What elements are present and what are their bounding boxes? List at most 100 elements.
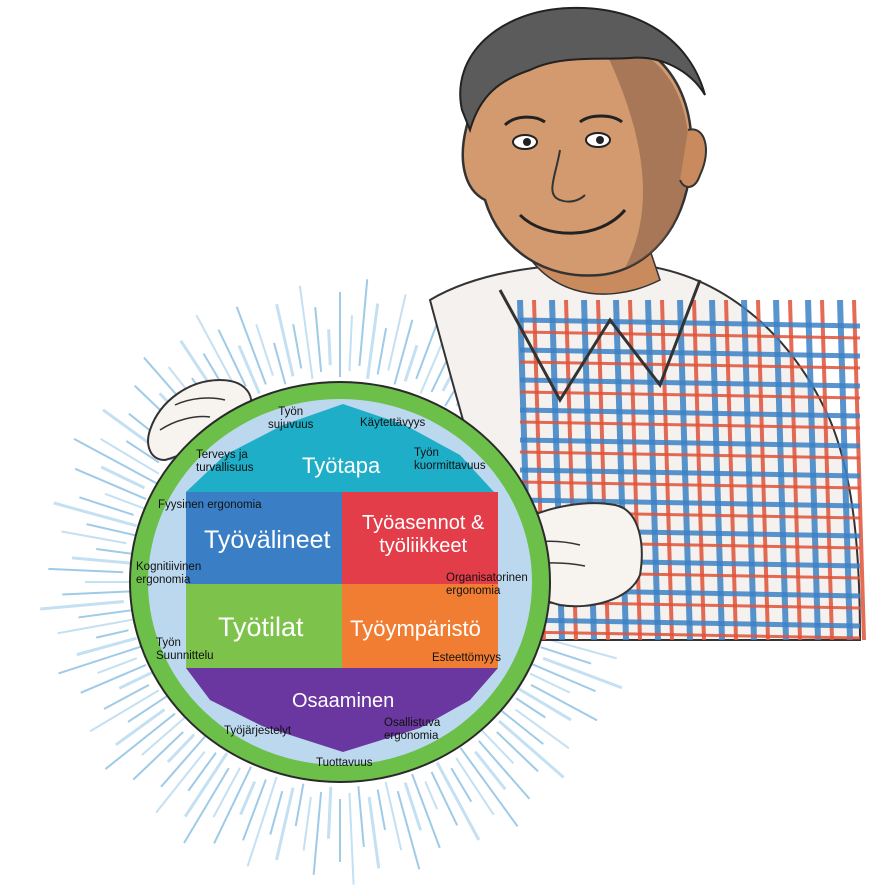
glow-ray xyxy=(499,709,544,745)
glow-ray xyxy=(89,689,160,733)
glow-ray xyxy=(419,339,445,394)
segment-tyotapa xyxy=(186,404,494,492)
label-tuottavuus: Tuottavuus xyxy=(316,757,373,769)
plaid-line xyxy=(519,420,861,430)
label-kognitiivinen: Kognitiivinen ergonomia xyxy=(136,561,202,587)
glow-ray xyxy=(357,786,365,848)
plaid-line xyxy=(519,617,861,629)
plaid-line xyxy=(519,377,861,389)
glow-ray xyxy=(141,716,187,756)
glow-ray xyxy=(348,792,355,885)
glow-ray xyxy=(76,636,138,657)
glow-ray xyxy=(393,319,414,385)
label-tyon-suunnittelu: Työn Suunnittelu xyxy=(156,637,214,663)
label-tyotilat: Työtilat xyxy=(218,612,304,642)
glow-ray xyxy=(99,438,160,475)
glow-ray xyxy=(125,440,160,464)
plaid-line xyxy=(519,480,861,490)
glow-ray xyxy=(132,731,184,781)
glow-ray xyxy=(183,767,230,844)
mouth xyxy=(518,209,627,235)
glow-ray xyxy=(160,735,206,788)
glow-ray xyxy=(235,306,267,385)
glow-ray xyxy=(515,697,546,719)
glow-ray xyxy=(115,708,166,747)
glow-ray xyxy=(292,324,303,369)
glow-ray xyxy=(166,733,196,764)
plaid-line xyxy=(660,299,674,641)
plaid-line xyxy=(519,450,861,460)
glow-ray xyxy=(86,523,141,538)
segment-tyotilat xyxy=(186,584,342,668)
plaid-line xyxy=(519,347,861,359)
label-fyysinen: Fyysinen ergonomia xyxy=(158,499,262,511)
plaid-line xyxy=(519,497,861,509)
glow-ray xyxy=(298,285,314,379)
glow-ray xyxy=(48,567,124,574)
glow-ray xyxy=(97,657,138,674)
glow-ray xyxy=(127,694,170,723)
glow-ray xyxy=(118,669,156,690)
glow-ray xyxy=(78,609,132,619)
glow-ray xyxy=(396,790,421,870)
glow-ray xyxy=(450,767,473,803)
glow-ray xyxy=(314,307,323,372)
label-terveys: Terveys ja turvallisuus xyxy=(196,449,254,475)
segment-tyoasennot xyxy=(342,492,498,584)
collar xyxy=(498,279,702,403)
glow-ray xyxy=(53,501,138,528)
hair xyxy=(459,6,706,134)
glow-ray xyxy=(348,315,353,372)
label-tyon-sujuvuus: Työn sujuvuus xyxy=(268,406,314,432)
plaid-line xyxy=(519,467,861,479)
glow-ray xyxy=(212,767,241,818)
segment-osaaminen xyxy=(186,668,498,752)
glow-ray xyxy=(496,731,539,773)
glow-ray xyxy=(411,773,441,849)
glow-ray xyxy=(540,646,592,665)
segment-tyovalineet xyxy=(186,492,342,584)
plaid-line xyxy=(677,299,693,641)
segment-tyoymparisto xyxy=(342,584,498,668)
glow-ray xyxy=(430,771,459,826)
label-tyoymparisto: Työympäristö xyxy=(350,616,481,641)
glow-ray xyxy=(478,740,531,800)
glow-ray xyxy=(104,492,149,511)
glow-ray xyxy=(269,790,284,835)
glow-ray xyxy=(61,530,127,545)
label-tyoasennot: Työasennot & työliikkeet xyxy=(362,512,485,557)
plaid-line xyxy=(741,299,757,641)
label-osallistuva: Osallistuva ergonomia xyxy=(384,717,441,743)
glow-ray xyxy=(542,656,623,690)
glow-ray xyxy=(480,729,515,765)
glow-ray xyxy=(403,344,419,382)
glow-ray xyxy=(74,467,147,500)
plaid-line xyxy=(692,299,706,641)
label-osaaminen: Osaaminen xyxy=(292,690,395,712)
glow-ray xyxy=(187,752,217,792)
glow-ray xyxy=(435,761,481,841)
glow-ray xyxy=(403,782,423,831)
glow-ray xyxy=(528,661,597,693)
glow-ray xyxy=(312,792,323,875)
glow-ray xyxy=(384,781,403,851)
glow-ray xyxy=(104,712,176,770)
glow-ray xyxy=(58,644,146,675)
glow-ray xyxy=(275,787,295,861)
glow-ray xyxy=(217,329,247,387)
glow-ray xyxy=(459,747,519,827)
glow-ray xyxy=(183,752,229,818)
plaid-line xyxy=(519,317,861,329)
plaid-line xyxy=(724,299,738,641)
glow-ray xyxy=(242,779,267,841)
glow-ray xyxy=(387,294,407,371)
glow-ray xyxy=(237,345,261,395)
glow-ray xyxy=(96,547,132,555)
plaid-line xyxy=(519,407,861,419)
glow-ray xyxy=(71,556,136,566)
glow-ray xyxy=(275,303,295,377)
plaid-line xyxy=(519,390,861,400)
plaid-line xyxy=(709,299,725,641)
